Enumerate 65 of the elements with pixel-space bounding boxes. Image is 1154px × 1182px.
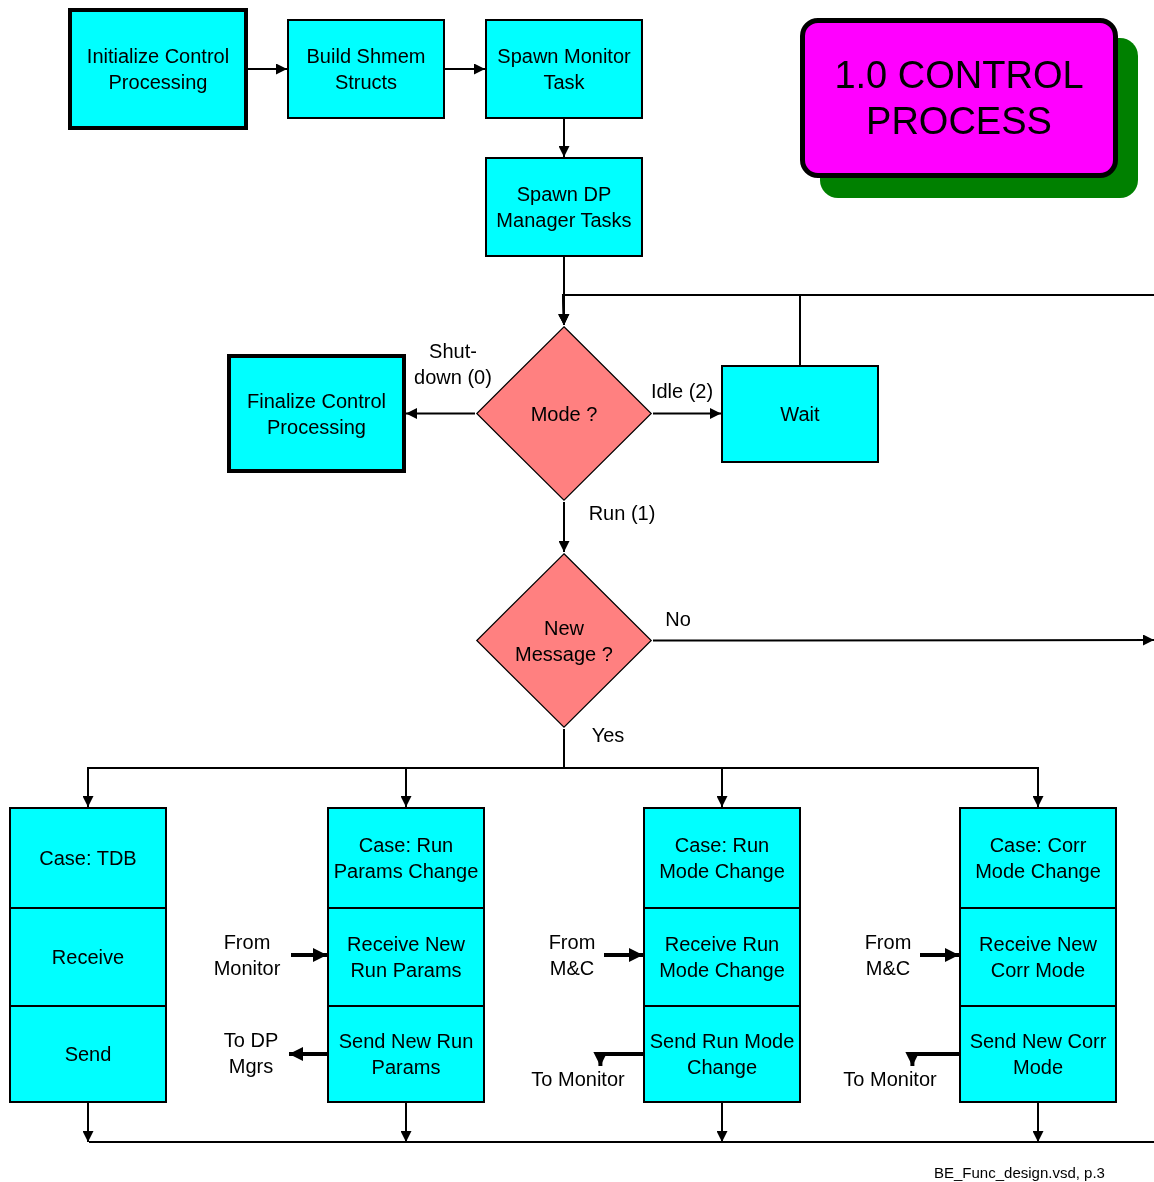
box-label: Build Shmem Structs [305,44,427,95]
decision-diamond [475,552,653,729]
arrow [558,501,570,553]
file-reference: BE_Func_design.vsd, p.3 [934,1165,1105,1181]
box-label: Wait [780,402,820,427]
arrow [920,948,959,962]
box-label: Send [64,1042,112,1067]
box-label: Case: Corr Mode Change [974,833,1102,884]
process-box [227,354,406,473]
arrow [593,1052,643,1066]
case-cell [9,907,167,1007]
arrow [652,634,1154,646]
flow-note: To Monitor [531,1067,625,1092]
flow-note: To DP Mgrs [222,1028,280,1079]
case-cell [327,807,485,909]
process-box [485,157,643,257]
arrow [247,63,288,75]
arrow [291,948,327,962]
box-label: Finalize Control Processing [246,388,387,440]
box-label: Mode ? [530,401,598,427]
box-label: Receive New Corr Mode [978,932,1098,983]
box-label: Receive [51,945,125,970]
process-box [68,8,248,130]
case-cell [643,1005,801,1103]
arrow [289,1047,327,1061]
arrow [652,408,722,419]
case-cell [9,1005,167,1103]
arrow [82,1102,94,1143]
box-label: Send New Corr Mode [968,1029,1108,1080]
title-text: 1.0 CONTROL PROCESS [833,53,1085,144]
arrow [444,63,486,75]
arrow [405,408,476,419]
box-label: Send Run Mode Change [649,1029,795,1080]
process-box [721,365,879,463]
box-label: Receive Run Mode Change [658,932,786,983]
box-label: New Message ? [514,615,614,667]
flow-note: From M&C [547,930,597,981]
arrow [905,1052,959,1066]
flow-note: From Monitor [212,930,282,981]
flow-note: To Monitor [843,1067,937,1092]
case-cell [959,807,1117,909]
arrow [558,294,801,366]
box-label: Case: Run Params Change [333,833,479,884]
flow-note: From M&C [863,930,913,981]
case-cell [327,907,485,1007]
box-label: Initialize Control Processing [85,44,231,95]
arrow [604,948,643,962]
case-cell [959,1005,1117,1103]
case-cell [327,1005,485,1103]
case-cell [643,807,801,909]
arrow [1032,1102,1044,1143]
box-label: Spawn DP Manager Tasks [495,182,633,233]
box-label: Spawn Monitor Task [496,44,632,95]
arrow [716,1102,728,1143]
box-label: Receive New Run Params [346,932,466,983]
arrow [400,1102,412,1143]
case-cell [959,907,1117,1007]
process-box [485,19,643,119]
box-label: Case: Run Mode Change [658,833,786,884]
box-label: Send New Run Params [337,1029,475,1080]
box-label: Case: TDB [39,846,137,871]
arrow [558,118,570,158]
process-box [287,19,445,119]
case-cell [643,907,801,1007]
case-cell [9,807,167,909]
